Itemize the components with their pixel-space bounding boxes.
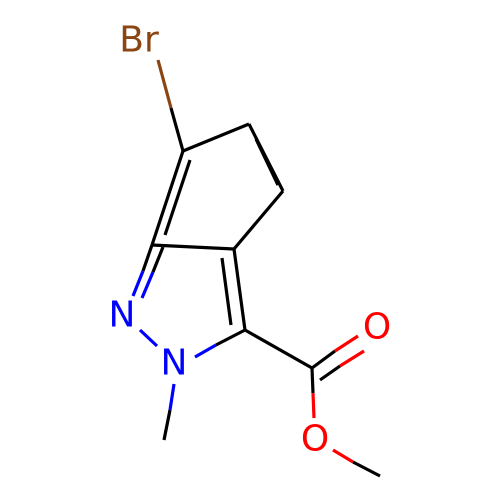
- bond-ester-methyl-carbon-half: [352, 460, 381, 478]
- bond-br-c6-bromine-half: [156, 59, 173, 109]
- bond-c5-c4-inner: [254, 138, 280, 186]
- bond-n2-methyl-carbon-half: [162, 409, 172, 441]
- bond-c3-n2-nitrogen-half: [194, 343, 217, 359]
- bond-carbonyl-ester-oxygen-half: [311, 392, 316, 419]
- ester-oxygen-atom-label: O: [301, 419, 329, 460]
- bond-br-c6-carbon-half: [169, 107, 185, 152]
- bromine-atom-label: Br: [119, 20, 159, 61]
- bond-c3a-c3-inner: [220, 257, 233, 326]
- bond-c7a-c7-inner: [163, 159, 192, 236]
- bond-c7a-n1-inner-carbon: [151, 246, 165, 273]
- bond-carbonyl-lower-oxygen-half: [339, 349, 365, 368]
- bond-layer: [131, 59, 381, 478]
- bond-c6-c5: [182, 122, 250, 153]
- bond-c3-n2-carbon-half: [215, 328, 246, 347]
- bond-n2-methyl-nitrogen-half: [168, 383, 176, 411]
- bond-ester-methyl-oxygen-half: [332, 448, 354, 464]
- bond-c7a-n1-carbon-half: [141, 244, 154, 272]
- carbonyl-oxygen-atom-label: O: [363, 307, 391, 348]
- bond-carbonyl-lower-carbon-half: [319, 364, 341, 382]
- bond-c7a-n1-inner-nitrogen: [140, 271, 155, 299]
- nitrogen-n2-atom-label: N: [161, 343, 188, 384]
- bond-c3a-c7a: [151, 243, 235, 251]
- bond-carbonyl-upper-oxygen-half: [334, 334, 359, 353]
- bond-carbonyl-ester-carbon-half: [310, 367, 315, 394]
- bond-c7a-c7: [150, 150, 185, 246]
- bond-carbonyl-upper-carbon-half: [311, 349, 336, 370]
- bond-c4-c3a: [232, 189, 285, 251]
- bond-c3-carbonyl-carbon: [244, 328, 313, 370]
- nitrogen-n1-atom-label: N: [109, 295, 136, 336]
- bond-c7a-n1-nitrogen-half: [131, 270, 145, 297]
- bond-c3a-c3: [232, 248, 247, 331]
- bond-n1-n2: [138, 328, 159, 348]
